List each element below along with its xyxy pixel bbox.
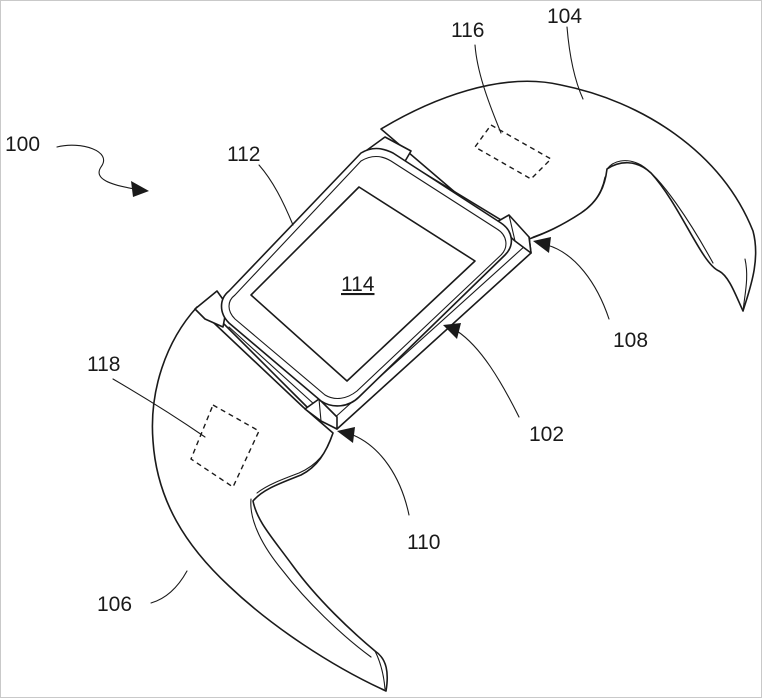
leader-100 (56, 144, 136, 190)
label-114: 114 (341, 273, 375, 296)
label-112: 112 (227, 143, 260, 166)
leader-108 (546, 244, 610, 320)
label-110: 110 (407, 531, 440, 554)
arrowhead-110 (337, 427, 355, 443)
leader-118 (112, 378, 206, 438)
connector-110 (304, 398, 338, 430)
leader-102 (456, 330, 520, 418)
label-116: 116 (451, 19, 484, 42)
leader-104 (566, 26, 584, 100)
label-118: 118 (87, 353, 120, 376)
leader-106 (150, 570, 188, 604)
arrowhead-100 (131, 181, 149, 197)
leader-116 (474, 44, 502, 134)
leader-112 (258, 164, 294, 226)
arrowhead-102 (443, 323, 461, 339)
label-108: 108 (613, 329, 648, 352)
label-106: 106 (97, 593, 132, 616)
sensor-118 (190, 403, 260, 489)
upper-band-104 (380, 80, 757, 312)
label-100: 100 (5, 133, 40, 156)
leader-110 (352, 434, 410, 516)
label-102: 102 (529, 423, 564, 446)
label-104: 104 (547, 5, 582, 28)
leader-lines (56, 26, 610, 604)
arrowhead-108 (533, 237, 551, 253)
lower-band-106 (151, 306, 389, 692)
display-114 (250, 186, 476, 382)
sensor-116 (473, 124, 553, 180)
